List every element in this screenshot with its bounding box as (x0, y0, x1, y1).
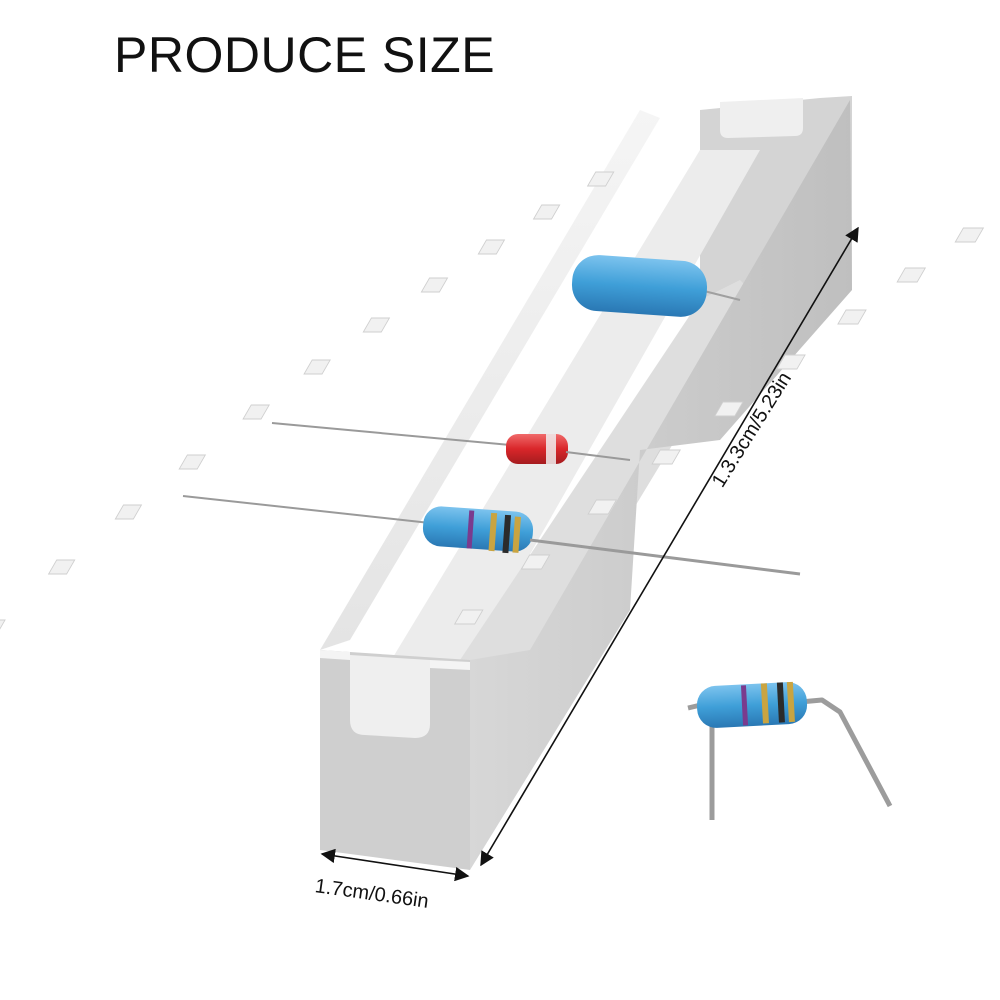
bending-tool (0, 96, 985, 870)
page-title: PRODUCE SIZE (114, 27, 496, 83)
bent-resistor (687, 681, 893, 820)
width-arrow (320, 848, 470, 882)
length-arrow (480, 226, 859, 867)
width-label: 1.7cm/0.66in (314, 875, 430, 913)
